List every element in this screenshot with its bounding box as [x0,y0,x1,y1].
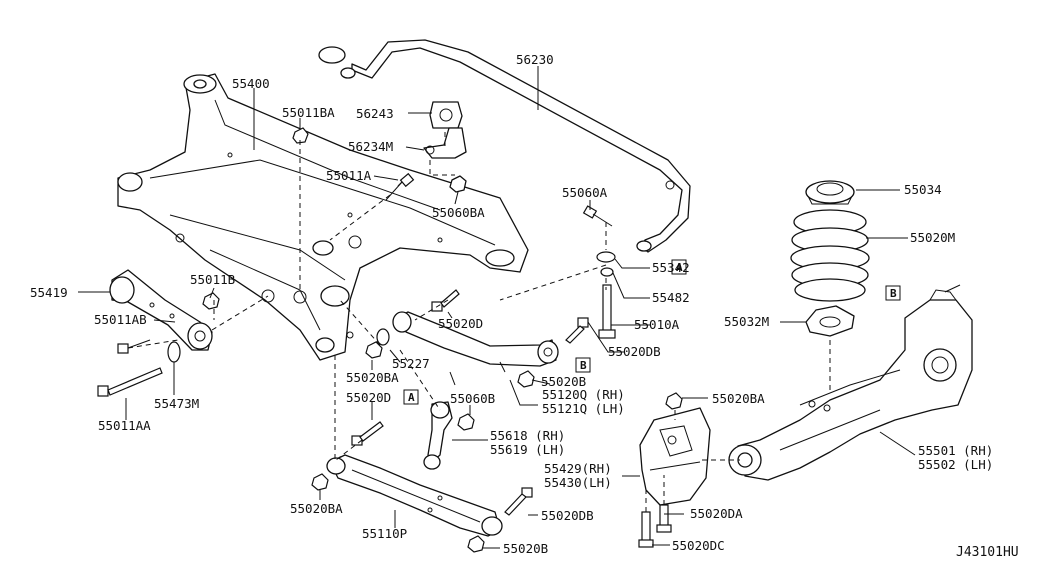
label-55619: 55619 (LH) [490,442,565,457]
marker-b-label: B [890,287,897,300]
lower-link [326,454,503,537]
label-55120q: 55120Q (RH) [542,387,625,402]
marker-a-upper: A [671,259,687,275]
lateral-link [109,269,213,351]
marker-a-label: A [676,261,683,274]
label-55034: 55034 [904,182,942,197]
label-55121q: 55121Q (LH) [542,401,625,416]
upper-link [392,311,559,386]
label-55011b: 55011B [190,272,235,287]
label-55020da: 55020DA [690,506,743,521]
label-55060a: 55060A [562,185,608,200]
label-55429: 55429(RH) [544,461,612,476]
label-55020ba-lower: 55020BA [290,501,343,516]
label-56230: 56230 [516,52,554,67]
label-55020ba-bracket: 55020BA [712,391,765,406]
label-55419: 55419 [30,285,68,300]
leader-lines [78,66,916,549]
label-55473m: 55473M [154,396,199,411]
member-bracket [639,407,711,506]
marker-a-lower: A [403,389,419,405]
label-55482: 55482 [652,290,690,305]
rear-suspension-member [117,46,529,361]
label-55011ab: 55011AB [94,312,147,327]
label-55430: 55430(LH) [544,475,612,490]
label-55020d-upper: 55020D [438,316,483,331]
label-56243: 56243 [356,106,394,121]
label-55342: 55342 [652,260,690,275]
label-55618: 55618 (RH) [490,428,565,443]
label-55011aa: 55011AA [98,418,151,433]
assembly-lines [127,132,831,512]
label-55020b-lower: 55020B [503,541,548,556]
rear-lower-arm [728,284,973,481]
label-55011ba: 55011BA [282,105,335,120]
label-55020b-upper: 55020B [541,374,586,389]
fasteners [97,127,683,553]
label-55227: 55227 [392,356,430,371]
label-55020db-lower: 55020DB [541,508,594,523]
label-55020dc: 55020DC [672,538,725,553]
label-55060b: 55060B [450,391,495,406]
toe-link [423,401,453,470]
marker-a-label: A [408,391,415,404]
marker-b-knuckle: B [885,285,901,301]
label-55400: 55400 [232,76,270,91]
label-55110p: 55110P [362,526,407,541]
label-55032m: 55032M [724,314,769,329]
label-55020m: 55020M [910,230,955,245]
part-labels: 55400 55011BA 56230 56243 56234M 55011A … [30,52,993,556]
label-55060ba: 55060BA [432,205,485,220]
label-55502: 55502 (LH) [918,457,993,472]
label-55501: 55501 (RH) [918,443,993,458]
label-56234m: 56234M [348,139,393,154]
marker-b-label: B [580,359,587,372]
label-55020d-lower: 55020D [346,390,391,405]
label-55020ba-upper: 55020BA [346,370,399,385]
label-55020db-upper: 55020DB [608,344,661,359]
diagram-reference-code: J43101HU [956,545,1019,560]
label-55010a: 55010A [634,317,680,332]
marker-b-upper: B [575,357,591,373]
coil-spring-assembly [790,180,870,337]
label-55011a: 55011A [326,168,372,183]
